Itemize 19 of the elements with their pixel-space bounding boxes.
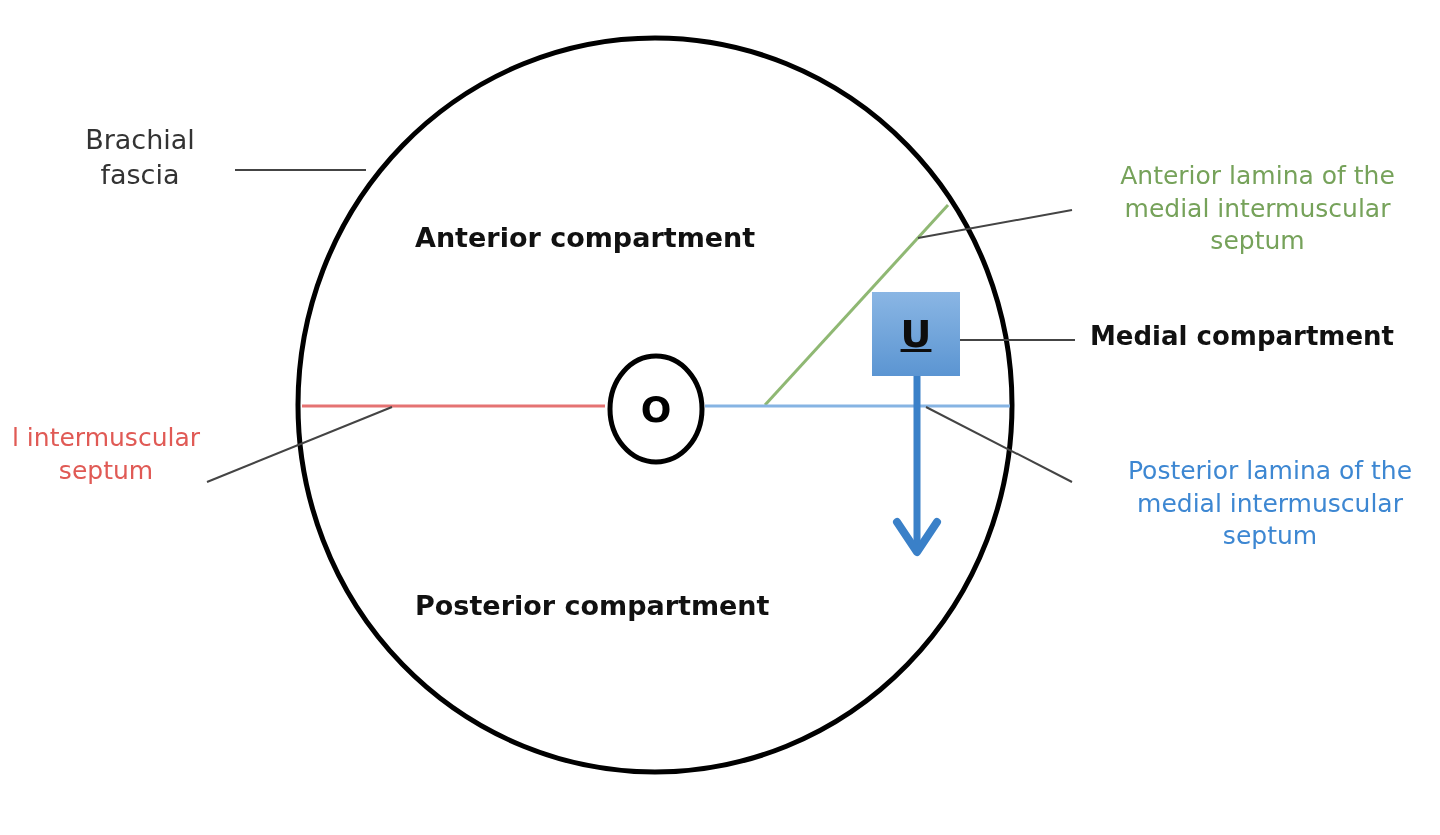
compartment-label: Anterior compartment [415,222,756,253]
callout-label: Anterior lamina of the medial intermuscular septum [1085,160,1430,290]
leader-line [917,209,1073,239]
callout-label: Medial compartment [1090,320,1410,360]
leader-line [925,406,1073,483]
callout-label: l intermuscular septum [0,422,216,507]
callout-label: Brachial fascia [55,122,225,212]
center-circle: O [607,353,705,465]
septum-line [302,402,605,410]
callout-label: Posterior lamina of the medial intermuscular septum [1100,455,1440,585]
fascia-circle [295,35,1015,775]
arrow [893,376,941,556]
marker-square: U [872,292,960,376]
septum-line [705,402,1010,410]
septum-line [765,205,948,405]
leader-line [959,339,1076,341]
compartment-label: Posterior compartment [415,590,770,621]
leader-line [234,169,367,171]
leader-line [206,406,393,483]
